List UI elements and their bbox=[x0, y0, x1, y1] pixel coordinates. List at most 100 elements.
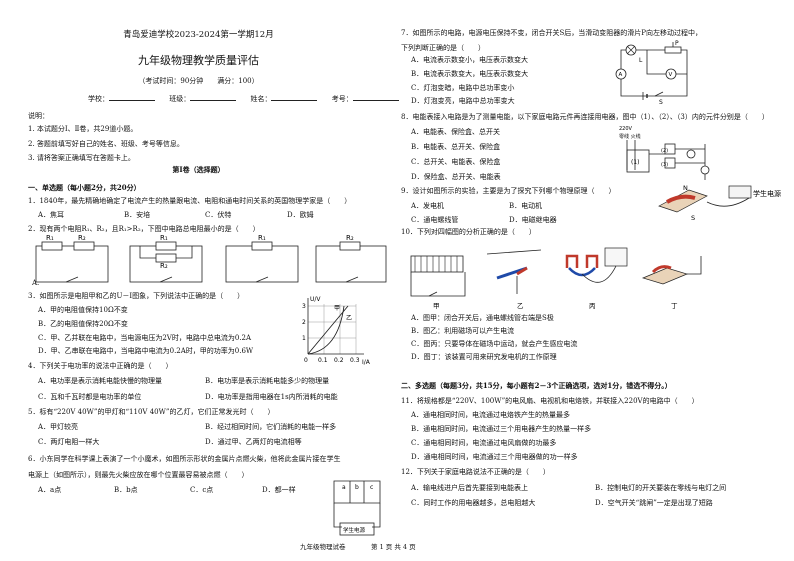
exam-title: 九年级物理教学质量评估 bbox=[138, 54, 259, 67]
figure-ding bbox=[641, 256, 702, 285]
q7-stem-cont: 下列判断正确的是（ ） bbox=[401, 44, 485, 52]
time-score: （考试时间：90分钟 满分：100） bbox=[138, 77, 259, 85]
q8-option: A．电能表、保险盒、总开关 bbox=[411, 128, 501, 136]
x-tick: 0.2 bbox=[334, 357, 344, 364]
series-label-yi: 乙 bbox=[346, 315, 352, 322]
y-tick: 1 bbox=[302, 335, 306, 342]
x-tick: 0.3 bbox=[350, 357, 360, 364]
q6-option: C．c点 bbox=[190, 486, 214, 494]
power-supply bbox=[728, 185, 752, 199]
field-name-input[interactable] bbox=[271, 93, 318, 101]
q9-option: C．通电螺线管 bbox=[411, 216, 459, 224]
socket-icon bbox=[700, 165, 710, 175]
field-class-input[interactable] bbox=[190, 93, 237, 101]
circuit-c bbox=[225, 241, 299, 283]
magnet bbox=[666, 194, 696, 204]
slider-label: P bbox=[675, 40, 679, 47]
note-item: 2. 答题前填写好自己的姓名、班级、考号等信息。 bbox=[28, 140, 184, 148]
q1-option: C．伏特 bbox=[205, 211, 232, 219]
q4-option: D．电功率是指用电器在1s内所消耗的电能 bbox=[205, 393, 338, 401]
field-class-label: 班级： bbox=[169, 95, 191, 103]
q12-option: A．输电线进户后首先要接到电能表上 bbox=[411, 484, 529, 492]
point-label: a bbox=[342, 484, 346, 491]
q4-option: A．电功率是表示消耗电能快慢的物理量 bbox=[38, 377, 163, 385]
q4-option: B．电功率是表示消耗电能多少的物理量 bbox=[205, 377, 330, 385]
wire-label: 零线 火线 bbox=[619, 133, 641, 140]
q5-option: C．两灯电阻一样大 bbox=[38, 438, 100, 446]
field-id-input[interactable] bbox=[352, 93, 399, 101]
left-column: 青岛爱迪学校2023-2024第一学期12月 九年级物理教学质量评估 （考试时间… bbox=[28, 30, 399, 551]
circuit-d bbox=[315, 241, 387, 283]
q10-option: C．图丙：只要导体在磁场中运动，就会产生感应电流 bbox=[411, 340, 578, 348]
ui-graph: U/V I/A 3 2 1 0 0.1 0.2 0.3 甲 乙 bbox=[302, 296, 371, 366]
q7-option: C．灯泡变暗，电路中总功率变小 bbox=[411, 84, 515, 92]
figure-jia bbox=[410, 255, 466, 297]
switch-label: S bbox=[659, 99, 663, 106]
power-supply-label: 学生电源 bbox=[343, 526, 366, 534]
q9-option: A．发电机 bbox=[411, 202, 445, 210]
resistor-label: R₁ bbox=[46, 234, 54, 242]
q10-option: D．图丁：该装置可用来研究发电机的工作原理 bbox=[411, 353, 557, 361]
q4-stem: 4．下列关于电功率的说法中正确的是（ ） bbox=[28, 362, 173, 370]
notes-title: 说明： bbox=[28, 112, 49, 120]
ammeter-icon bbox=[615, 68, 627, 80]
footer-page: 第 1 页 共 4 页 bbox=[371, 543, 416, 551]
q5-option: B．经过相同时间，它们消耗的电能一样多 bbox=[205, 423, 337, 431]
q7-option: A．电流表示数变小，电压表示数变大 bbox=[411, 56, 529, 64]
field-school-label: 学校： bbox=[88, 95, 109, 103]
resistor-label: R₁ bbox=[160, 234, 168, 242]
q7-stem: 7．如图所示的电路，电源电压保持不变，闭合开关S后，当滑动变阻器的滑片P向左移动… bbox=[401, 29, 702, 37]
right-column: 7．如图所示的电路，电源电压保持不变，闭合开关S后，当滑动变阻器的滑片P向左移动… bbox=[371, 0, 794, 561]
q9-option: B．电动机 bbox=[509, 202, 543, 210]
component-2-label: (2) bbox=[661, 148, 668, 154]
q1-option: A．焦耳 bbox=[38, 211, 65, 219]
q12-option: C．同时工作的用电器越多，总电阻越大 bbox=[411, 499, 536, 507]
y-tick: 2 bbox=[302, 319, 306, 326]
q11-option: B．通电相同时间，电流通过三个用电器产生的热量一样多 bbox=[411, 425, 592, 433]
ammeter-label: A bbox=[619, 72, 623, 78]
q6-option: A．a点 bbox=[38, 486, 62, 494]
q12-option: D．空气开关“跳闸”一定是出现了短路 bbox=[595, 499, 713, 507]
q2-stem: 2．现有两个电阻R₁、R₂，且R₁>R₂，下图中电路总电阻最小的是（ ） bbox=[28, 225, 260, 233]
q8-option: B．电能表、总开关、保险盒 bbox=[411, 143, 501, 151]
q11-option: C．通电相同时间，电流通过电风扇做的功最多 bbox=[411, 439, 557, 447]
x-tick: 0.1 bbox=[318, 357, 328, 364]
q12-stem: 12．下列关于家庭电路说法不正确的是（ ） bbox=[401, 468, 550, 476]
figure-caption: 丁 bbox=[671, 302, 678, 310]
magnet-n-label: N bbox=[683, 184, 688, 192]
graph-xlabel: I/A bbox=[362, 359, 371, 366]
q4-option: C．瓦和千瓦时都是电功率的单位 bbox=[38, 393, 142, 401]
component-1-box bbox=[626, 149, 650, 173]
q7-option: B．电流表示数变大，电压表示数变大 bbox=[411, 70, 529, 78]
q5-stem: 5．标有“220V 40W”的甲灯和“110V 40W”的乙灯，它们正常发光时（… bbox=[28, 408, 275, 416]
figure-caption: 丙 bbox=[589, 302, 596, 310]
q9-option: D．电磁继电器 bbox=[509, 216, 557, 224]
x-tick: 0 bbox=[304, 357, 308, 364]
magnet-s-label: S bbox=[691, 214, 695, 222]
power-supply-box bbox=[339, 522, 375, 536]
info-fields: 学校： 班级： 姓名： 考号： bbox=[88, 93, 399, 104]
volume1-title: 第Ⅰ卷（选择题） bbox=[172, 165, 225, 174]
q6-stem-cont: 电源上（如图所示），则最先火柴应放在哪个位置最容易被点燃（ ） bbox=[28, 471, 249, 479]
section2-heading: 二、多选题（每题3分，共15分，每小题有2－3个正确选项，选对1分，错选不得分。… bbox=[401, 381, 672, 390]
q9-stem: 9．设计如图所示的实验，主要是为了探究下列哪个物理原理（ ） bbox=[401, 187, 616, 195]
q7-option: D．灯泡变亮，电路中总功率变大 bbox=[411, 97, 515, 105]
q8-household-circuit: 220V 零线 火线 (1) (2) (3) bbox=[619, 126, 710, 180]
q5-option: D．通过甲、乙两灯的电流相等 bbox=[205, 438, 302, 446]
q3-option: D．甲、乙串联在电路中，当电路中电流为0.2A时，甲的功率为0.6W bbox=[38, 347, 254, 355]
note-item: 3. 请将答案正确填写在答题卡上。 bbox=[28, 154, 135, 162]
q2-option-a: A. bbox=[32, 279, 40, 287]
q6-option: D．都一样 bbox=[262, 486, 296, 494]
q6-option: B．b点 bbox=[114, 486, 138, 494]
component-1-label: (1) bbox=[631, 159, 640, 166]
q9-apparatus-figure: N S 学生电源 bbox=[658, 184, 781, 222]
q3-option: A．甲的电阻值保持10Ω不变 bbox=[38, 306, 128, 314]
field-school-input[interactable] bbox=[109, 93, 155, 101]
q11-stem: 11．将规格都是“220V、100W”的电风扇、电视机和电烙铁，并联接入220V… bbox=[401, 397, 699, 405]
q8-option: D．保险盒、总开关、电能表 bbox=[411, 173, 501, 181]
section1-heading: 一、单选题（每小题2分，共20分） bbox=[28, 183, 141, 192]
resistor-label: R₂ bbox=[346, 234, 354, 242]
point-label: c bbox=[370, 484, 373, 491]
q1-stem: 1．1840年，最先精确地确定了电流产生的热量跟电流、电阻和通电时间关系的英国物… bbox=[28, 197, 352, 205]
q3-option: B．乙的电阻值保持20Ω不变 bbox=[38, 320, 128, 328]
